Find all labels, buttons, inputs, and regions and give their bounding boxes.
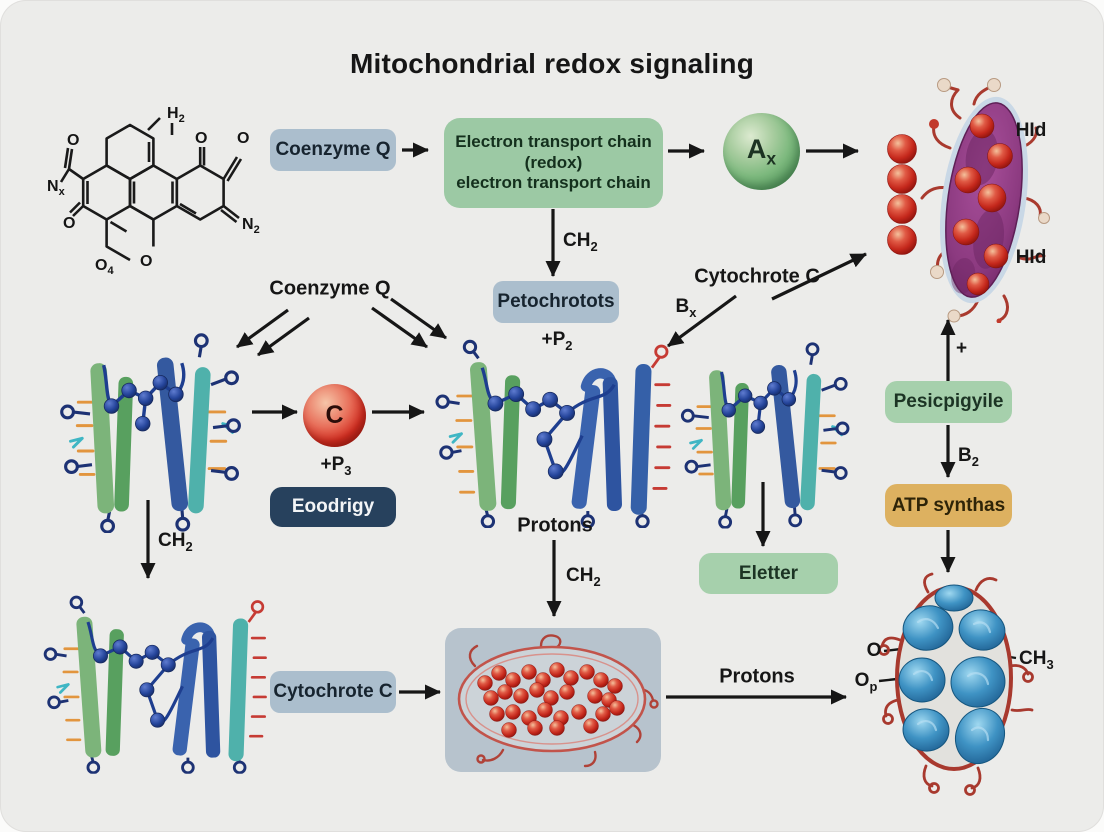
coenzyme-q-box: Coenzyme Q	[270, 129, 396, 171]
node-c-sphere: C	[303, 384, 366, 447]
eletter-box: Eletter	[699, 553, 838, 594]
cytochrote-c-label: Cytochrote C	[694, 265, 820, 288]
ch2-label-left: CH2	[158, 530, 193, 554]
membrane-red-spheres	[477, 662, 625, 738]
blue-lobes	[898, 584, 1006, 765]
ch3-label: CH3	[1019, 648, 1054, 672]
purple-organelle	[920, 78, 1050, 323]
op-label: Op	[854, 670, 878, 694]
ch2-label-mid: CH2	[566, 565, 601, 589]
protein-left	[50, 328, 255, 533]
tendril-balls	[929, 78, 1050, 323]
protein-right	[676, 333, 858, 533]
lobe-marbling	[912, 618, 992, 742]
o-carbonyl1-label: O	[195, 130, 207, 147]
protein-middle	[426, 330, 678, 528]
pesicpigyile-box: Pesicpigyile	[885, 381, 1012, 423]
o-ring-label: O	[140, 253, 152, 270]
o-left-label: O	[63, 215, 75, 232]
petochrotots-box: Petochrotots	[493, 281, 619, 323]
nx-label: Nx	[47, 178, 66, 198]
bx-label: Bx	[675, 296, 697, 320]
o-carbonyl2-label: O	[237, 130, 249, 147]
tendrils	[878, 572, 1034, 796]
membrane-organelle	[457, 634, 659, 768]
plus-label: +	[956, 338, 968, 359]
o-label: O	[866, 640, 882, 661]
page-title: Mitochondrial redox signaling	[349, 48, 755, 79]
arrow-coq-downright-1	[371, 306, 428, 349]
membrane-inner-outline	[465, 653, 639, 745]
molecule-labels: H2 O Nx O O4 O O O N2	[47, 105, 260, 277]
atp-synthas-box: ATP synthas	[885, 484, 1012, 527]
hld-label-top: HId	[1015, 120, 1047, 141]
molecule-structure: H2 O Nx O O4 O O O N2	[47, 105, 260, 277]
b2-label: B2	[958, 445, 979, 469]
o-top-left-label: O	[67, 132, 79, 149]
etc-line3: electron transport chain	[456, 173, 651, 193]
cytochrote-c-box: Cytochrote C	[270, 671, 396, 713]
protons-label-mid: Protons	[517, 514, 593, 537]
red-sphere-stack	[887, 134, 917, 255]
hld-label-bottom: HId	[1015, 247, 1047, 268]
coenzyme-q-label: Coenzyme Q	[269, 277, 391, 300]
o4-label: O4	[95, 257, 114, 277]
node-a-sphere: Ax	[723, 113, 800, 190]
n2-label: N2	[242, 216, 260, 236]
protein-bottom-left	[38, 580, 270, 780]
blue-organelle	[878, 572, 1034, 796]
ch2-label-top: CH2	[563, 230, 598, 254]
etc-box: Electron transport chain (redox) electro…	[444, 118, 663, 208]
membrane-tendrils	[468, 634, 659, 768]
eoodrigy-box: Eoodrigy	[270, 487, 396, 527]
p3-label: +P3	[320, 454, 352, 478]
p2-label: +P2	[541, 329, 573, 353]
h2-label: H2	[167, 105, 185, 125]
membrane-panel	[445, 628, 661, 772]
etc-line2: (redox)	[524, 152, 583, 172]
ring-system	[59, 117, 243, 262]
arrow-coq-downleft-2	[257, 316, 310, 357]
protons-label-bottom: Protons	[719, 665, 795, 688]
inner-red-spheres	[952, 113, 1013, 296]
etc-line1: Electron transport chain	[455, 132, 652, 152]
